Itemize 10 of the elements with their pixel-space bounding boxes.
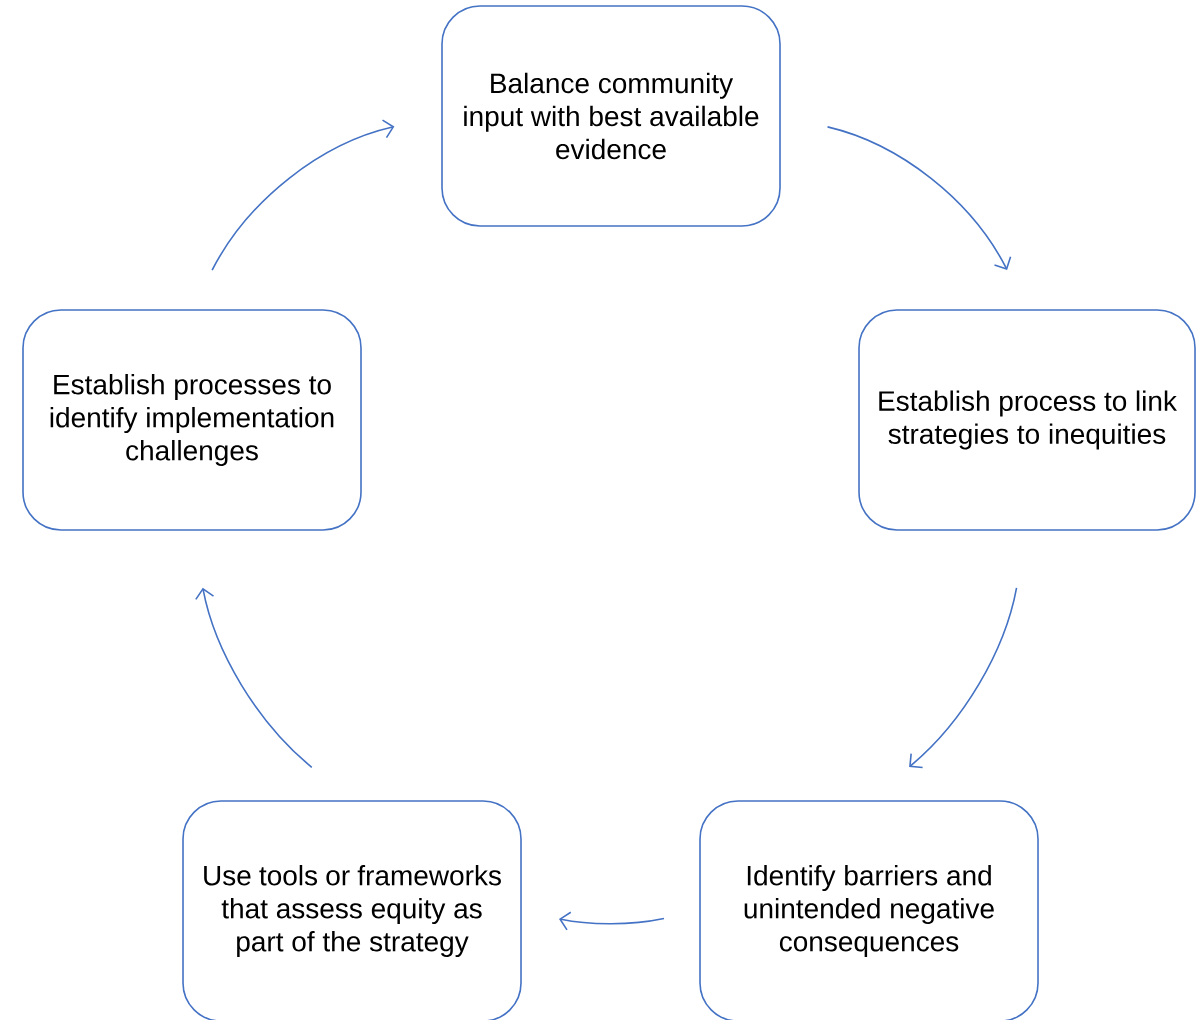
arrow [211, 119, 395, 271]
arrow [195, 587, 313, 769]
process-box: Balance community input with best available evidence [441, 5, 781, 227]
process-box: Identify barriers and unintended negative consequences [699, 800, 1039, 1020]
arrow [826, 126, 1012, 270]
arrow [909, 587, 1018, 769]
process-box: Establish process to link strategies to inequities [858, 309, 1196, 531]
arrow [559, 911, 665, 931]
process-box: Establish processes to identify implementation challenges [22, 309, 362, 531]
process-box: Use tools or frameworks that assess equity as part of the strategy [182, 800, 522, 1020]
